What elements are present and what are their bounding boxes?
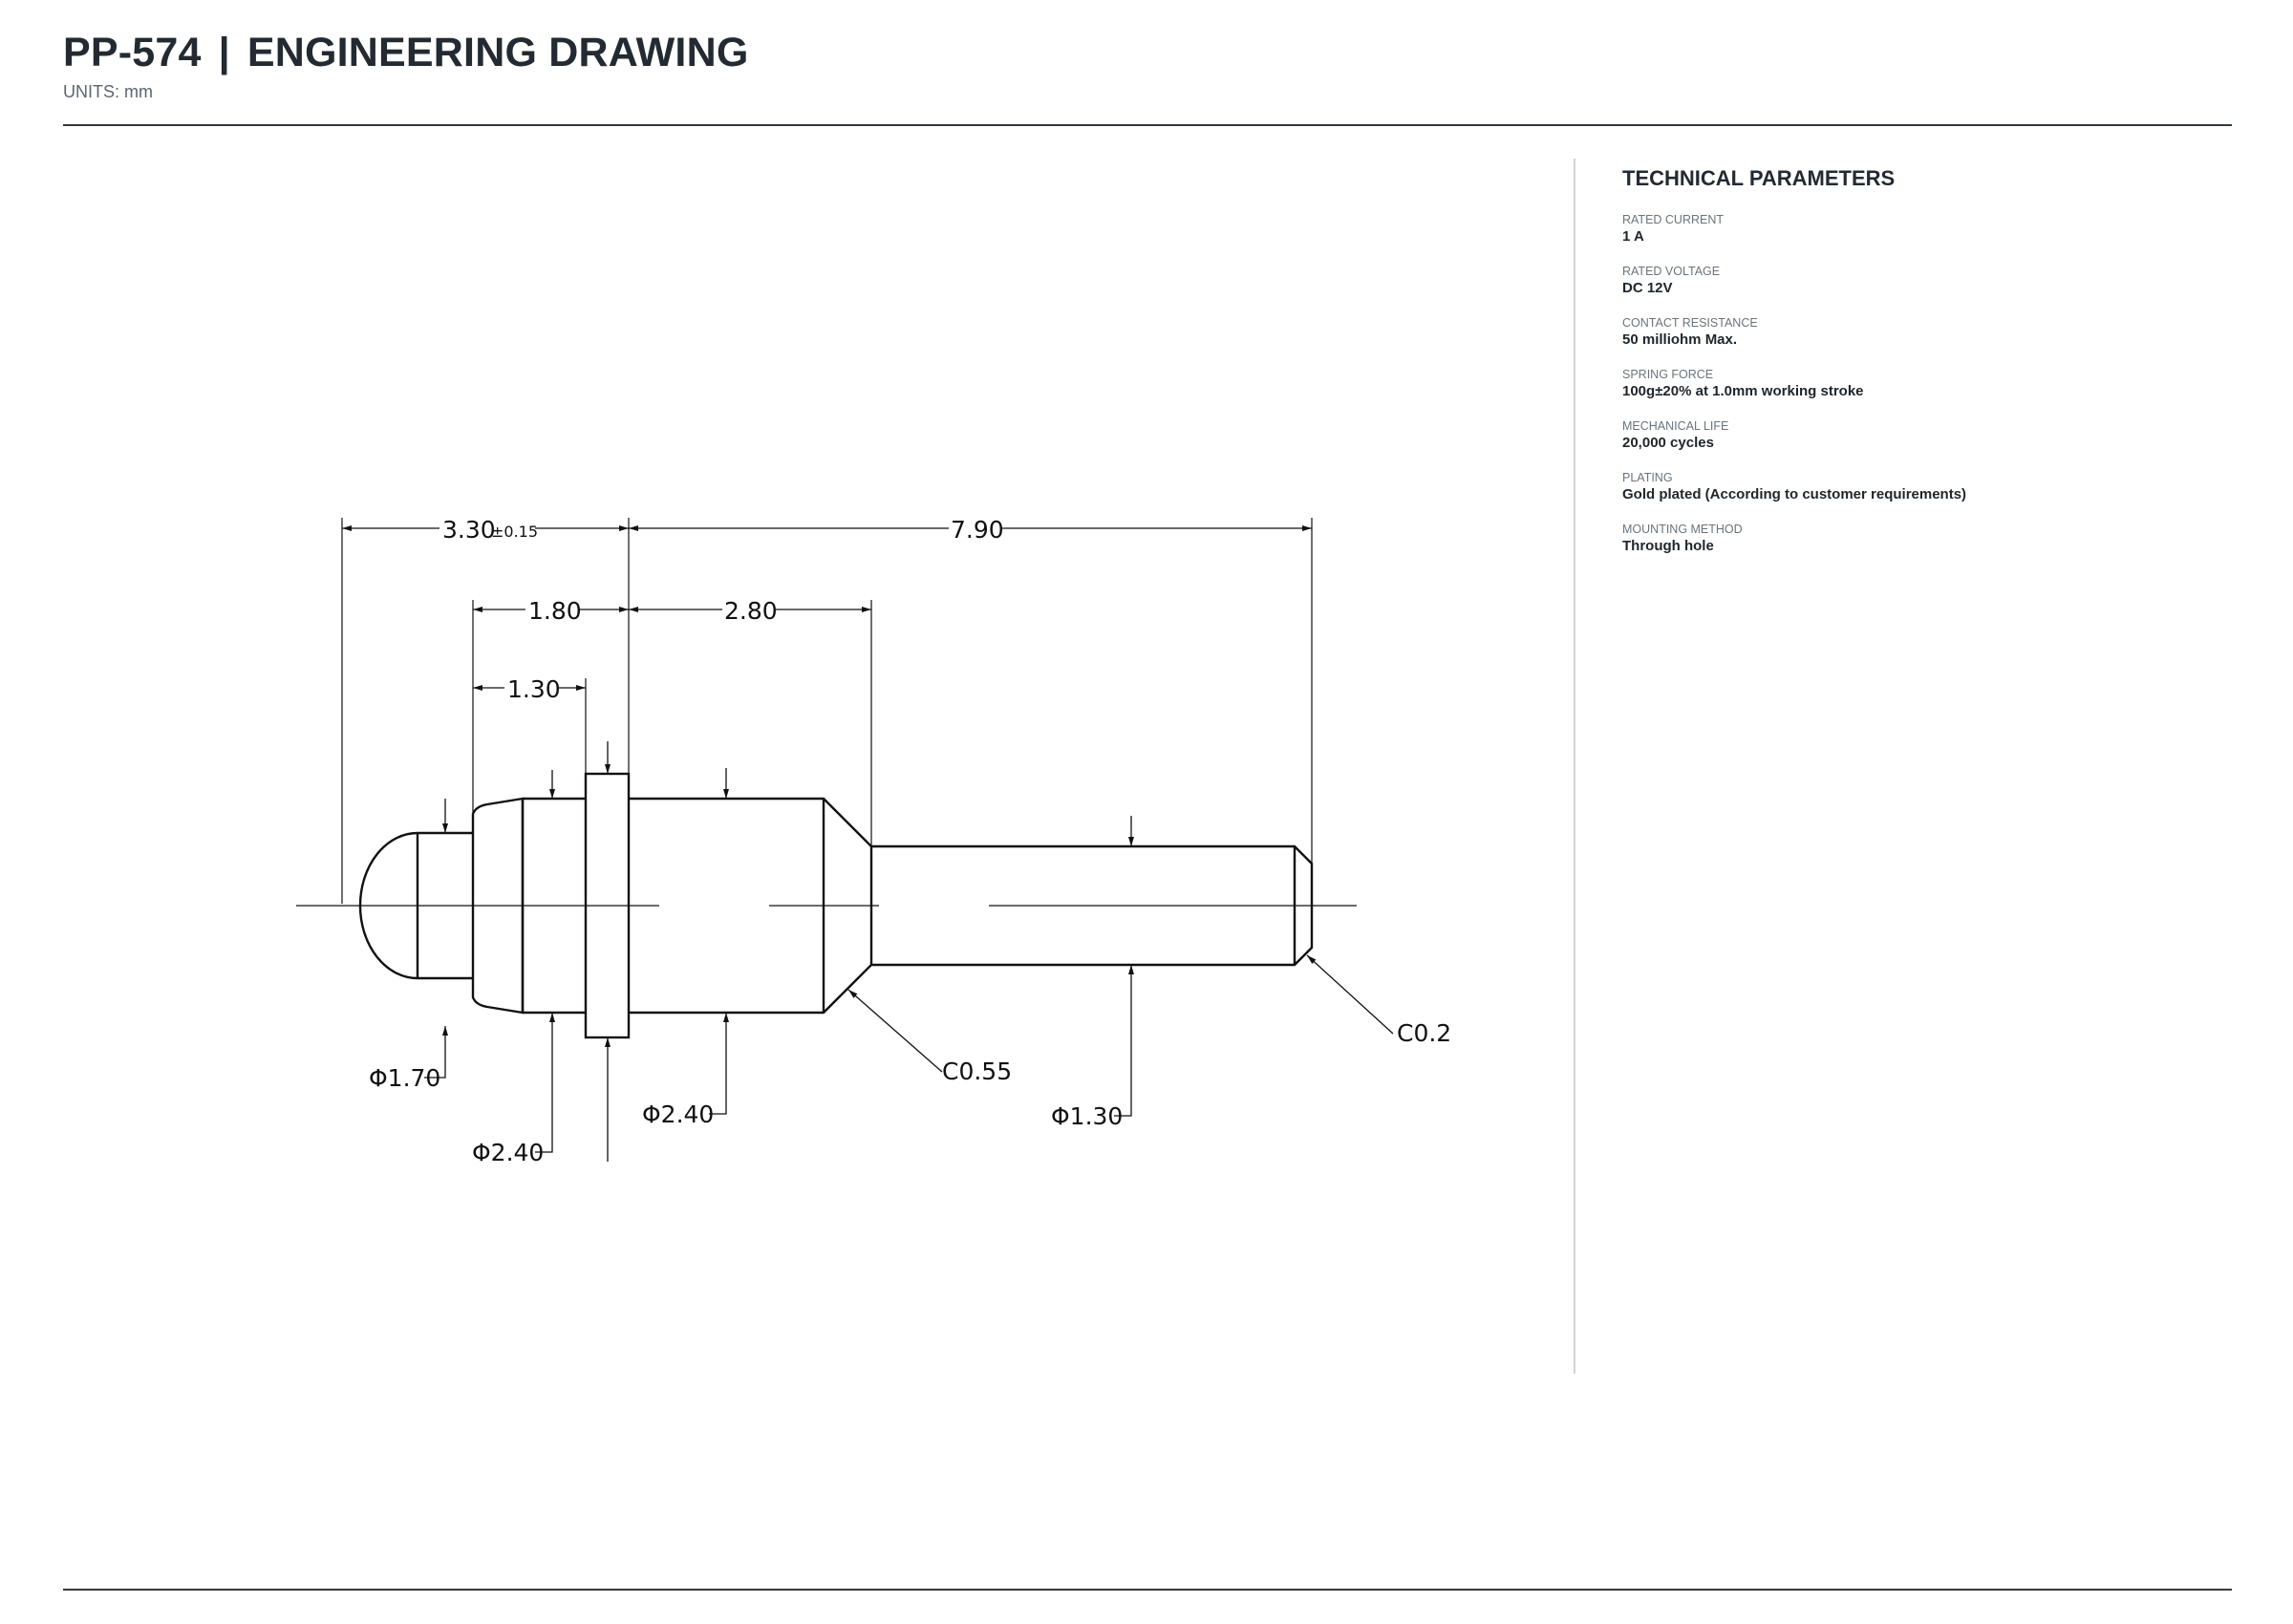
dim-collar-dia: Φ2.40 bbox=[472, 1139, 544, 1166]
dim-tail-dia: Φ1.30 bbox=[1051, 1102, 1123, 1130]
parameters-title: TECHNICAL PARAMETERS bbox=[1622, 166, 1896, 190]
drawing-title: ENGINEERING DRAWING bbox=[246, 30, 749, 75]
dim-body-dia: Φ2.40 bbox=[642, 1100, 714, 1128]
dim-overall-head: 3.30 bbox=[442, 516, 496, 544]
param-value: 100g±20% at 1.0mm working stroke bbox=[1622, 383, 1864, 399]
dim-chamfer-body: C0.55 bbox=[942, 1058, 1012, 1085]
extension-lines bbox=[341, 518, 1313, 904]
param-label: RATED CURRENT bbox=[1622, 213, 1725, 226]
dim-collar-length: 1.30 bbox=[507, 675, 561, 703]
panel-divider bbox=[1574, 159, 1575, 1374]
leader-lines bbox=[424, 741, 1394, 1162]
dimension-labels: 3.30 ±0.15 7.90 1.80 2.80 1.30 Φ1.70 Φ2.… bbox=[369, 514, 1451, 1166]
param-mechanical-life: MECHANICAL LIFE 20,000 cycles bbox=[1622, 418, 2196, 453]
dim-overall-head-tol: ±0.15 bbox=[491, 523, 538, 541]
dim-tail-length: 7.90 bbox=[951, 516, 1004, 544]
title-separator: | bbox=[218, 30, 230, 75]
param-label: MECHANICAL LIFE bbox=[1622, 419, 1729, 433]
technical-parameters-panel: TECHNICAL PARAMETERS RATED CURRENT 1 A R… bbox=[1622, 166, 2196, 573]
param-mounting-method: MOUNTING METHOD Through hole bbox=[1622, 522, 2196, 556]
param-label: SPRING FORCE bbox=[1622, 368, 1714, 381]
dim-chamfer-tail: C0.2 bbox=[1397, 1019, 1451, 1047]
part-number: PP-574 bbox=[63, 30, 202, 75]
param-value: 20,000 cycles bbox=[1622, 435, 1714, 451]
dim-tip-dia: Φ1.70 bbox=[369, 1064, 440, 1092]
param-value: 1 A bbox=[1622, 228, 1644, 245]
param-spring-force: SPRING FORCE 100g±20% at 1.0mm working s… bbox=[1622, 367, 2196, 401]
param-label: PLATING bbox=[1622, 471, 1673, 484]
dim-body-length: 2.80 bbox=[724, 597, 778, 625]
page-title: PP-574 | ENGINEERING DRAWING bbox=[63, 25, 2232, 80]
param-value: Through hole bbox=[1622, 538, 1714, 554]
drawing-header: PP-574 | ENGINEERING DRAWING UNITS: mm bbox=[63, 25, 2232, 102]
param-value: DC 12V bbox=[1622, 280, 1673, 296]
header-rule bbox=[63, 124, 2232, 126]
dim-collar-to-flange: 1.80 bbox=[528, 597, 582, 625]
param-rated-current: RATED CURRENT 1 A bbox=[1622, 212, 2196, 246]
engineering-drawing: 3.30 ±0.15 7.90 1.80 2.80 1.30 Φ1.70 Φ2.… bbox=[296, 514, 1451, 1166]
param-value: Gold plated (According to customer requi… bbox=[1622, 486, 1967, 502]
dimension-lines bbox=[342, 525, 1312, 691]
units-label: UNITS: mm bbox=[63, 82, 153, 101]
param-label: MOUNTING METHOD bbox=[1622, 523, 1743, 536]
param-value: 50 milliohm Max. bbox=[1622, 331, 1738, 348]
param-label: CONTACT RESISTANCE bbox=[1622, 316, 1758, 330]
param-rated-voltage: RATED VOLTAGE DC 12V bbox=[1622, 264, 2196, 298]
param-label: RATED VOLTAGE bbox=[1622, 265, 1721, 278]
param-plating: PLATING Gold plated (According to custom… bbox=[1622, 470, 2196, 504]
footer-rule bbox=[63, 1589, 2232, 1591]
param-contact-resistance: CONTACT RESISTANCE 50 milliohm Max. bbox=[1622, 315, 2196, 350]
